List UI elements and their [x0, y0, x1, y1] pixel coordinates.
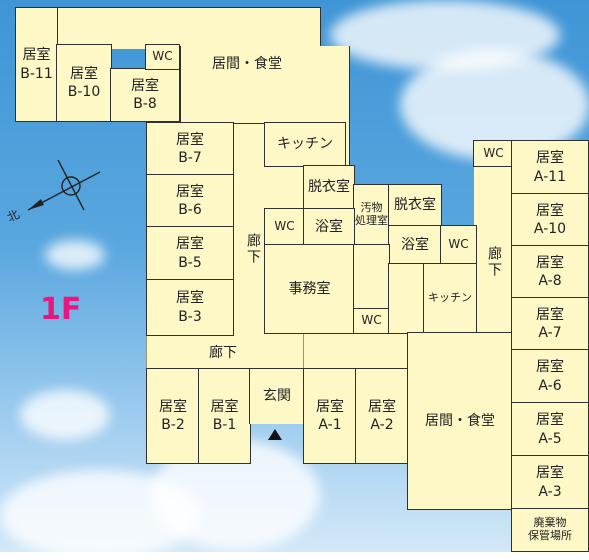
- room-a5: 居室 A-5: [511, 402, 589, 457]
- room-b7: 居室 B-7: [146, 122, 234, 176]
- living-dining-north-lower: [180, 46, 350, 124]
- room-b6: 居室 B-6: [146, 174, 234, 228]
- room-a6: 居室 A-6: [511, 349, 589, 404]
- changing-room-west: 脱衣室: [303, 165, 355, 210]
- floor-label: 1F: [40, 292, 82, 327]
- entrance-label: 玄関: [263, 388, 291, 404]
- entrance-door-icon: [268, 429, 282, 440]
- office: 事務室: [264, 244, 355, 334]
- room-a11: 居室 A-11: [511, 140, 589, 195]
- changing-room-east: 脱衣室: [388, 184, 442, 227]
- hall-between: [388, 263, 425, 334]
- room-b8: 居室 B-8: [110, 68, 180, 122]
- living-dining-north-label: 居間・食堂: [212, 56, 282, 72]
- cloud: [45, 240, 105, 270]
- living-dining-north: [56, 7, 321, 49]
- wc-office: WC: [353, 308, 390, 334]
- room-a8: 居室 A-8: [511, 245, 589, 299]
- room-a1: 居室 A-1: [303, 368, 357, 464]
- room-b3: 居室 B-3: [146, 279, 234, 336]
- room-b11: 居室 B-11: [15, 7, 58, 122]
- dirty-processing-room: 汚物 処理室: [353, 184, 390, 246]
- bath-west: 浴室: [303, 208, 355, 246]
- room-b5: 居室 B-5: [146, 226, 234, 281]
- wc-east: WC: [440, 225, 477, 265]
- room-b10: 居室 B-10: [56, 44, 112, 122]
- entrance: 玄関: [249, 368, 305, 424]
- waste-storage: 廃棄物 保管場所: [511, 508, 589, 552]
- corridor-west-label: 廊下: [245, 233, 261, 265]
- wc-west: WC: [264, 208, 305, 246]
- kitchen-east: キッチン: [423, 263, 477, 334]
- kitchen-west: キッチン: [264, 122, 346, 167]
- wc-b8: WC: [145, 44, 180, 70]
- living-dining-south: 居間・食堂: [407, 332, 513, 510]
- cloud: [20, 390, 110, 440]
- office-side-room: [353, 244, 390, 310]
- wc-a: WC: [473, 140, 514, 167]
- room-a7: 居室 A-7: [511, 297, 589, 351]
- bath-east: 浴室: [388, 225, 442, 265]
- room-b2: 居室 B-2: [146, 368, 200, 464]
- room-a2: 居室 A-2: [355, 368, 409, 464]
- room-a3: 居室 A-3: [511, 455, 589, 510]
- room-b1: 居室 B-1: [198, 368, 251, 464]
- compass-icon: [27, 159, 101, 211]
- corridor-center-label: 廊下: [209, 345, 237, 361]
- room-a10: 居室 A-10: [511, 193, 589, 247]
- corridor-east-label: 廊下: [486, 246, 502, 278]
